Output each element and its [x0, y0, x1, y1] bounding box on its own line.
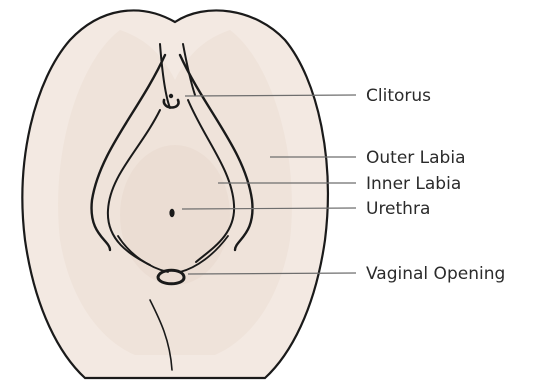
urethra-opening [169, 209, 174, 217]
inner-labia-label: Inner Labia [366, 174, 461, 194]
vestibule-area [120, 145, 230, 285]
vaginal-opening-label: Vaginal Opening [366, 264, 505, 284]
urethra-label: Urethra [366, 199, 430, 219]
outer-labia-label: Outer Labia [366, 148, 466, 168]
clitorus-hood-dot [169, 94, 173, 98]
clitorus-label: Clitorus [366, 86, 431, 106]
